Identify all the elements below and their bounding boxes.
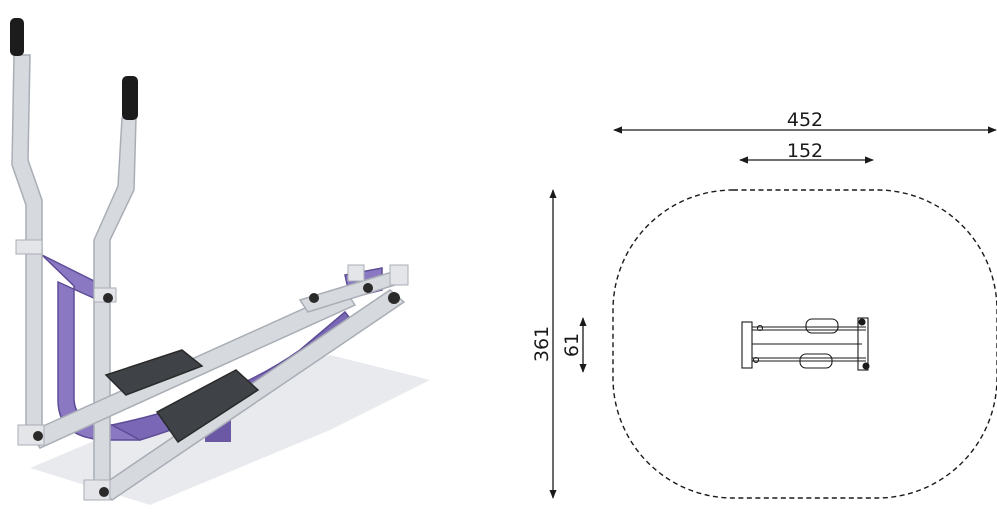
equipment-width-dimension: 152 <box>739 140 874 164</box>
equipment-depth-label: 61 <box>561 333 583 357</box>
right-grip-icon <box>122 76 138 120</box>
elliptical-top-view-icon <box>741 317 870 371</box>
right-handle-post <box>93 76 138 491</box>
elliptical-trainer-render <box>10 18 430 505</box>
overall-width-dimension: 452 <box>613 109 997 134</box>
left-grip-icon <box>10 18 24 56</box>
right-pedal <box>155 369 260 444</box>
safety-zone-outline <box>612 189 997 499</box>
equipment-width-label: 152 <box>787 140 823 162</box>
overall-width-label: 452 <box>787 109 823 131</box>
left-handle-post <box>10 18 43 431</box>
pedals <box>104 349 260 444</box>
equipment-depth-dimension: 61 <box>561 317 587 373</box>
plan-view-drawing: 452 152 361 61 <box>531 109 997 499</box>
left-pedal <box>104 349 204 396</box>
overall-depth-dimension: 361 <box>531 189 557 499</box>
pivot-brackets <box>17 264 409 501</box>
overall-depth-label: 361 <box>531 326 553 362</box>
